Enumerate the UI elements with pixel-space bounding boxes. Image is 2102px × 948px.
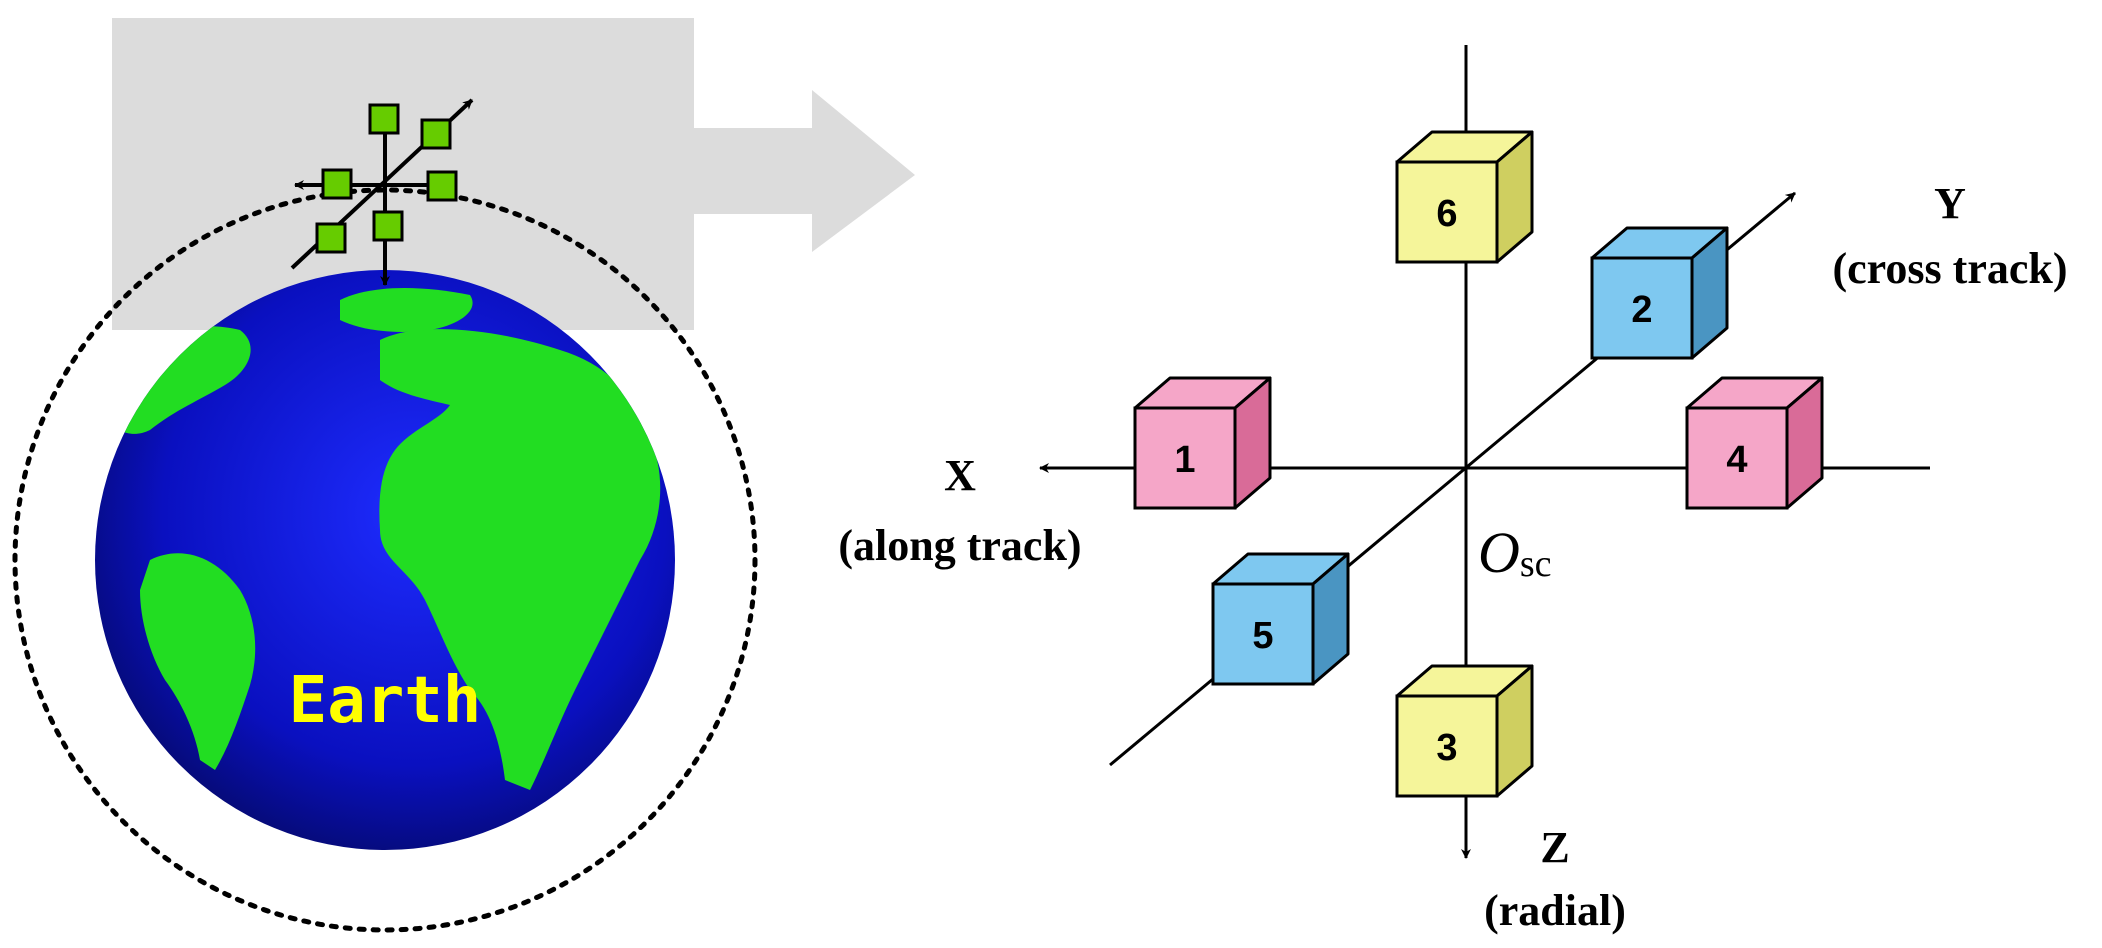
x-axis-desc: (along track) [838,521,1081,570]
origin-main: O [1478,520,1520,585]
cube-2-label: 2 [1631,289,1652,331]
satellite-icon [290,98,474,286]
z-axis-name: Z [1540,823,1569,872]
cube-5-label: 5 [1252,615,1273,657]
y-axis-name: Y [1934,179,1966,228]
y-axis-desc: (cross track) [1833,244,2068,293]
cube-1-label: 1 [1174,439,1195,481]
earth-label: Earth [289,664,482,738]
cube-4-label: 4 [1726,439,1747,481]
thruster-cube-5: 5 [1211,552,1350,686]
origin-label: Osc [1478,520,1552,585]
thruster-cube-3: 3 [1395,664,1534,798]
thruster-cube-6: 6 [1395,130,1534,264]
thruster-cube-2: 2 [1590,226,1729,360]
x-axis-name: X [944,451,976,500]
earth-globe: Earth [95,270,675,850]
origin-subscript: sc [1520,543,1552,585]
spacecraft-frame: 6 2 1 4 5 3 [838,45,2068,935]
z-axis-desc: (radial) [1484,886,1626,935]
cube-6-label: 6 [1436,193,1457,235]
thruster-cube-4: 4 [1685,376,1824,510]
cube-3-label: 3 [1436,727,1457,769]
thruster-cube-1: 1 [1133,376,1272,510]
zoom-callout-panel [112,18,915,330]
